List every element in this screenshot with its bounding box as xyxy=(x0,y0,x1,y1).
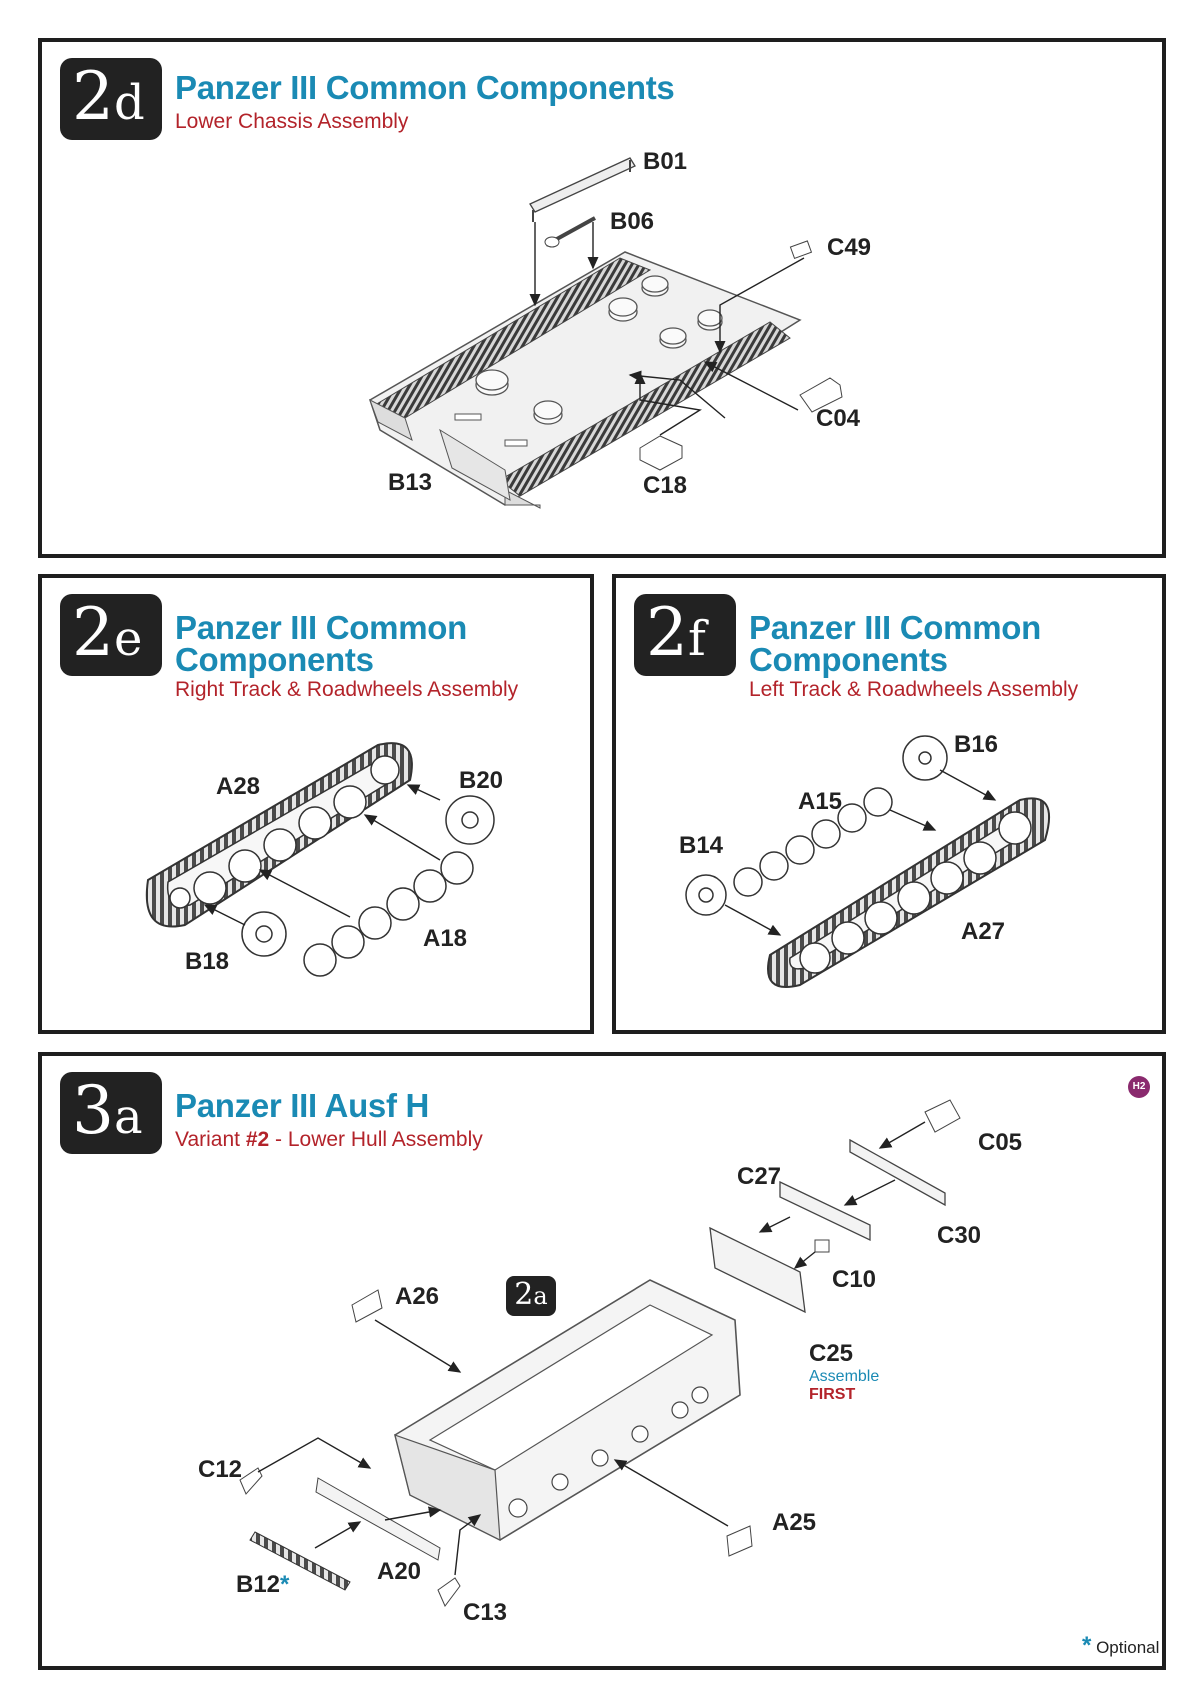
step-title-line2: Components xyxy=(175,641,374,678)
part-label-b16: B16 xyxy=(954,731,999,758)
step-subtitle: Right Track & Roadwheels Assembly xyxy=(175,678,519,701)
optional-star-icon: * xyxy=(1082,1632,1092,1659)
ref-step-badge-2a: 2a xyxy=(506,1276,556,1316)
right-track-drawing xyxy=(145,742,495,977)
step-badge: 3a xyxy=(60,1072,162,1154)
part-label-a28: A28 xyxy=(216,773,261,800)
part-label-a25: A25 xyxy=(772,1509,817,1536)
step-badge: 2d xyxy=(60,58,162,140)
step-badge: 2f xyxy=(634,594,736,676)
step-title-line1: Panzer III Common xyxy=(749,609,1041,646)
part-label-a26: A26 xyxy=(395,1283,440,1310)
step-title-line1: Panzer III Common xyxy=(175,609,467,646)
step-title-line2: Components xyxy=(749,641,948,678)
part-label-c27: C27 xyxy=(737,1163,782,1190)
optional-star-icon: * xyxy=(280,1571,290,1598)
part-label-c30: C30 xyxy=(937,1222,982,1249)
part-label-b18: B18 xyxy=(185,948,230,975)
part-label-c18: C18 xyxy=(643,472,688,499)
part-label-b01: B01 xyxy=(643,148,688,175)
step-title: Panzer III Common Components xyxy=(749,609,1041,678)
part-label-b12: B12* xyxy=(236,1571,290,1598)
first-note: FIRST xyxy=(809,1386,856,1403)
part-label-a15: A15 xyxy=(798,788,843,815)
sprue-marker-badge: H2 xyxy=(1128,1076,1150,1098)
part-label-c05: C05 xyxy=(978,1129,1023,1156)
part-label-b06: B06 xyxy=(610,208,655,235)
optional-legend: * Optional xyxy=(1082,1632,1160,1659)
part-label-c10: C10 xyxy=(832,1266,877,1293)
step-subtitle: Lower Chassis Assembly xyxy=(175,110,409,133)
part-label-c12: C12 xyxy=(198,1456,243,1483)
part-label-c25: C25 xyxy=(809,1340,854,1367)
step-title: Panzer III Common Components xyxy=(175,69,675,106)
part-label-a20: A20 xyxy=(377,1558,422,1585)
lower-hull-drawing xyxy=(239,1099,961,1607)
part-label-c13: C13 xyxy=(463,1599,508,1626)
step-subtitle: Left Track & Roadwheels Assembly xyxy=(749,678,1079,701)
step-badge: 2e xyxy=(60,594,162,676)
part-label-b20: B20 xyxy=(459,767,504,794)
step-title: Panzer III Ausf H xyxy=(175,1087,430,1124)
part-label-a27: A27 xyxy=(961,918,1006,945)
part-label-b14: B14 xyxy=(679,832,724,859)
step-2d-panel: 2d Panzer III Common Components Lower Ch… xyxy=(38,38,1166,558)
lower-chassis-drawing xyxy=(369,157,843,509)
left-track-drawing xyxy=(685,735,1050,988)
part-label-c04: C04 xyxy=(816,405,861,432)
part-label-c49: C49 xyxy=(827,234,872,261)
step-title: Panzer III Common Components xyxy=(175,609,467,678)
assemble-note: Assemble xyxy=(809,1368,880,1385)
part-label-a18: A18 xyxy=(423,925,468,952)
step-subtitle: Variant #2 - Lower Hull Assembly xyxy=(175,1128,483,1151)
part-label-b13: B13 xyxy=(388,469,433,496)
